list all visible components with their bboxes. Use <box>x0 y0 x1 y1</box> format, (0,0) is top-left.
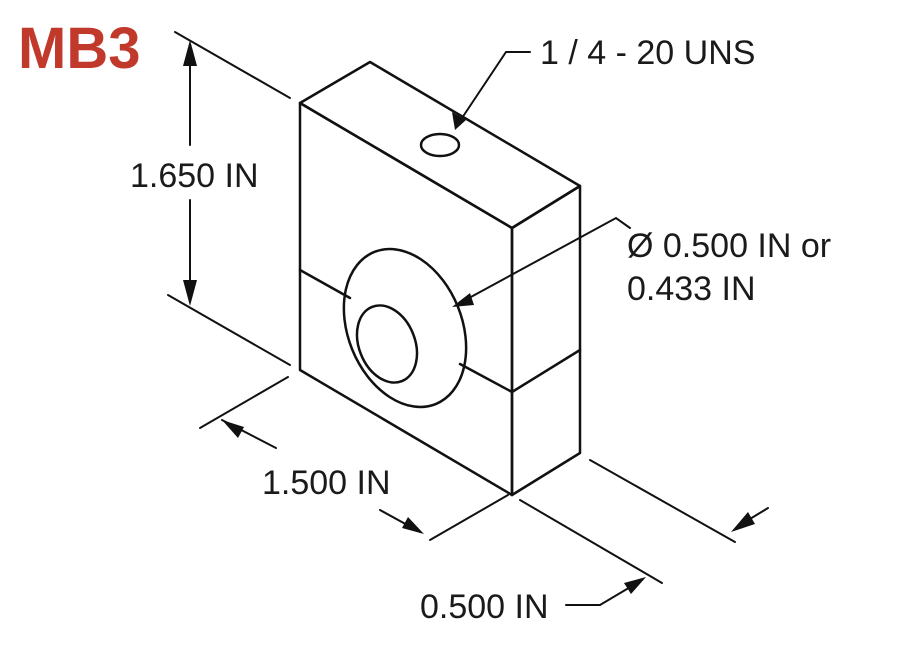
block-top-face <box>298 60 582 230</box>
depth-arrow-back <box>731 512 755 532</box>
thread-leader <box>457 51 531 125</box>
bore-inner-circle <box>355 304 419 384</box>
block-side-face <box>510 184 582 497</box>
width-arrow-left <box>222 420 244 438</box>
part-title: MB3 <box>18 16 140 81</box>
bore-label-line1: Ø 0.500 IN or <box>627 227 831 265</box>
block-front-face <box>298 101 514 497</box>
height-label: 1.650 IN <box>130 157 259 195</box>
height-arrow-bottom <box>183 280 197 306</box>
height-arrow-top <box>183 40 197 66</box>
depth-ext-front <box>519 499 663 584</box>
depth-ext-back <box>589 459 736 543</box>
width-label: 1.500 IN <box>262 464 391 502</box>
height-ext-top <box>174 31 291 99</box>
split-line-front-right <box>458 362 514 394</box>
bore-leader <box>457 216 631 305</box>
bore-outer-circle <box>342 247 468 409</box>
width-ext-left <box>199 376 289 429</box>
thread-label: 1 / 4 - 20 UNS <box>540 34 755 72</box>
width-dimension: 1.500 IN <box>199 376 509 541</box>
depth-arrow-front <box>624 577 646 594</box>
bore-arrowhead <box>452 293 474 307</box>
depth-label: 0.500 IN <box>420 588 549 626</box>
split-line-front-left <box>298 268 352 300</box>
height-dimension: 1.650 IN <box>130 31 291 366</box>
bore-callout: Ø 0.500 IN or 0.433 IN <box>452 216 831 308</box>
depth-leader <box>565 585 633 606</box>
width-ext-right <box>429 494 509 541</box>
split-line-side <box>510 348 582 394</box>
block-outline <box>298 60 582 497</box>
thread-arrowhead <box>452 112 466 130</box>
thread-callout: 1 / 4 - 20 UNS <box>452 34 755 130</box>
bore-label-line2: 0.433 IN <box>627 270 756 308</box>
tapped-hole <box>419 132 461 158</box>
width-arrow-right <box>402 517 424 534</box>
bore <box>342 247 468 409</box>
depth-dimension: 0.500 IN <box>420 459 769 626</box>
height-ext-bottom <box>167 294 291 366</box>
